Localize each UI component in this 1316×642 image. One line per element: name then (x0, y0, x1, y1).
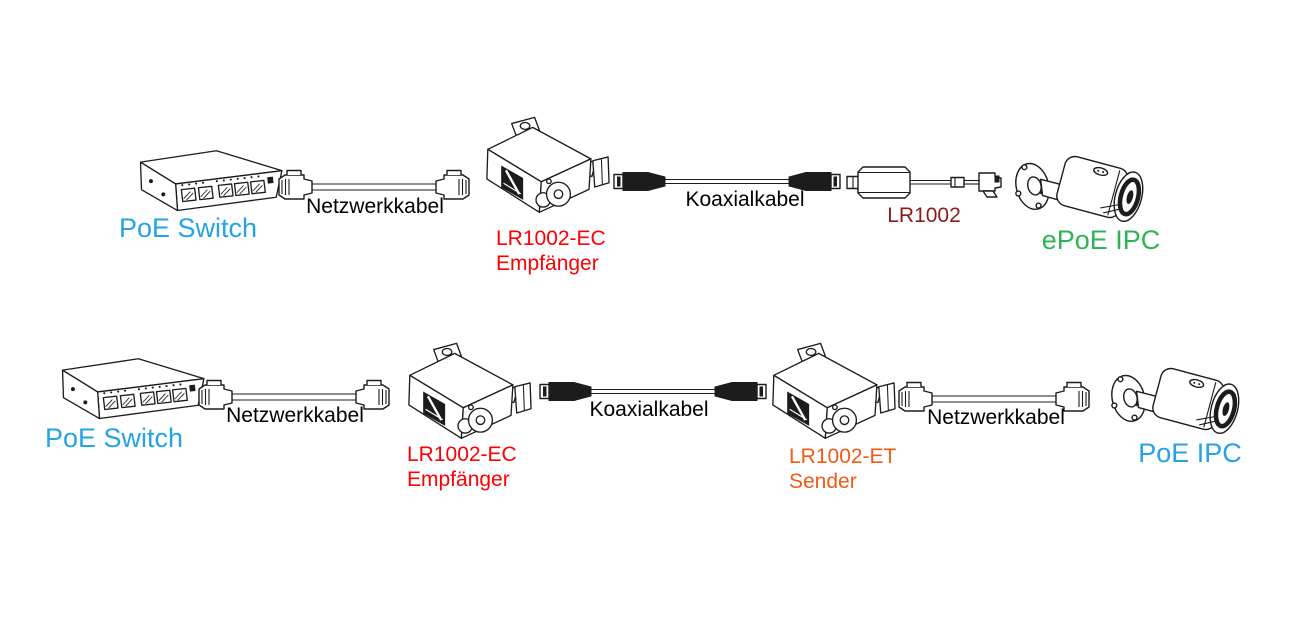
poe-switch-illustration (44, 354, 212, 428)
network-cable-label: Netzwerkkabel (927, 406, 1065, 429)
receiver-role-label: Empfänger (496, 252, 599, 275)
receiver-model-label: LR1002-EC (407, 443, 517, 466)
lr1002-ec-receiver-illustration (402, 340, 536, 445)
receiver-model-label: LR1002-EC (496, 227, 606, 250)
poe-switch-illustration (122, 146, 290, 220)
dongle-model-label: LR1002 (887, 204, 961, 227)
epoe-camera-label: ePoE IPC (1041, 225, 1161, 255)
lr1002-ec-receiver-illustration (480, 114, 614, 219)
sender-model-label: LR1002-ET (789, 445, 897, 468)
coax-cable-label: Koaxialkabel (685, 188, 805, 211)
lr1002-dongle-illustration (845, 160, 1003, 204)
poe-camera-label: PoE IPC (1138, 438, 1242, 468)
poe-switch-label: PoE Switch (118, 213, 258, 243)
coax-cable-label: Koaxialkabel (589, 398, 709, 421)
sender-role-label: Sender (789, 470, 857, 493)
receiver-role-label: Empfänger (407, 468, 510, 491)
network-cable-label: Netzwerkkabel (306, 195, 444, 218)
lr1002-et-sender-illustration (766, 340, 900, 445)
poe-switch-label: PoE Switch (44, 423, 184, 453)
network-cable-label: Netzwerkkabel (226, 404, 364, 427)
